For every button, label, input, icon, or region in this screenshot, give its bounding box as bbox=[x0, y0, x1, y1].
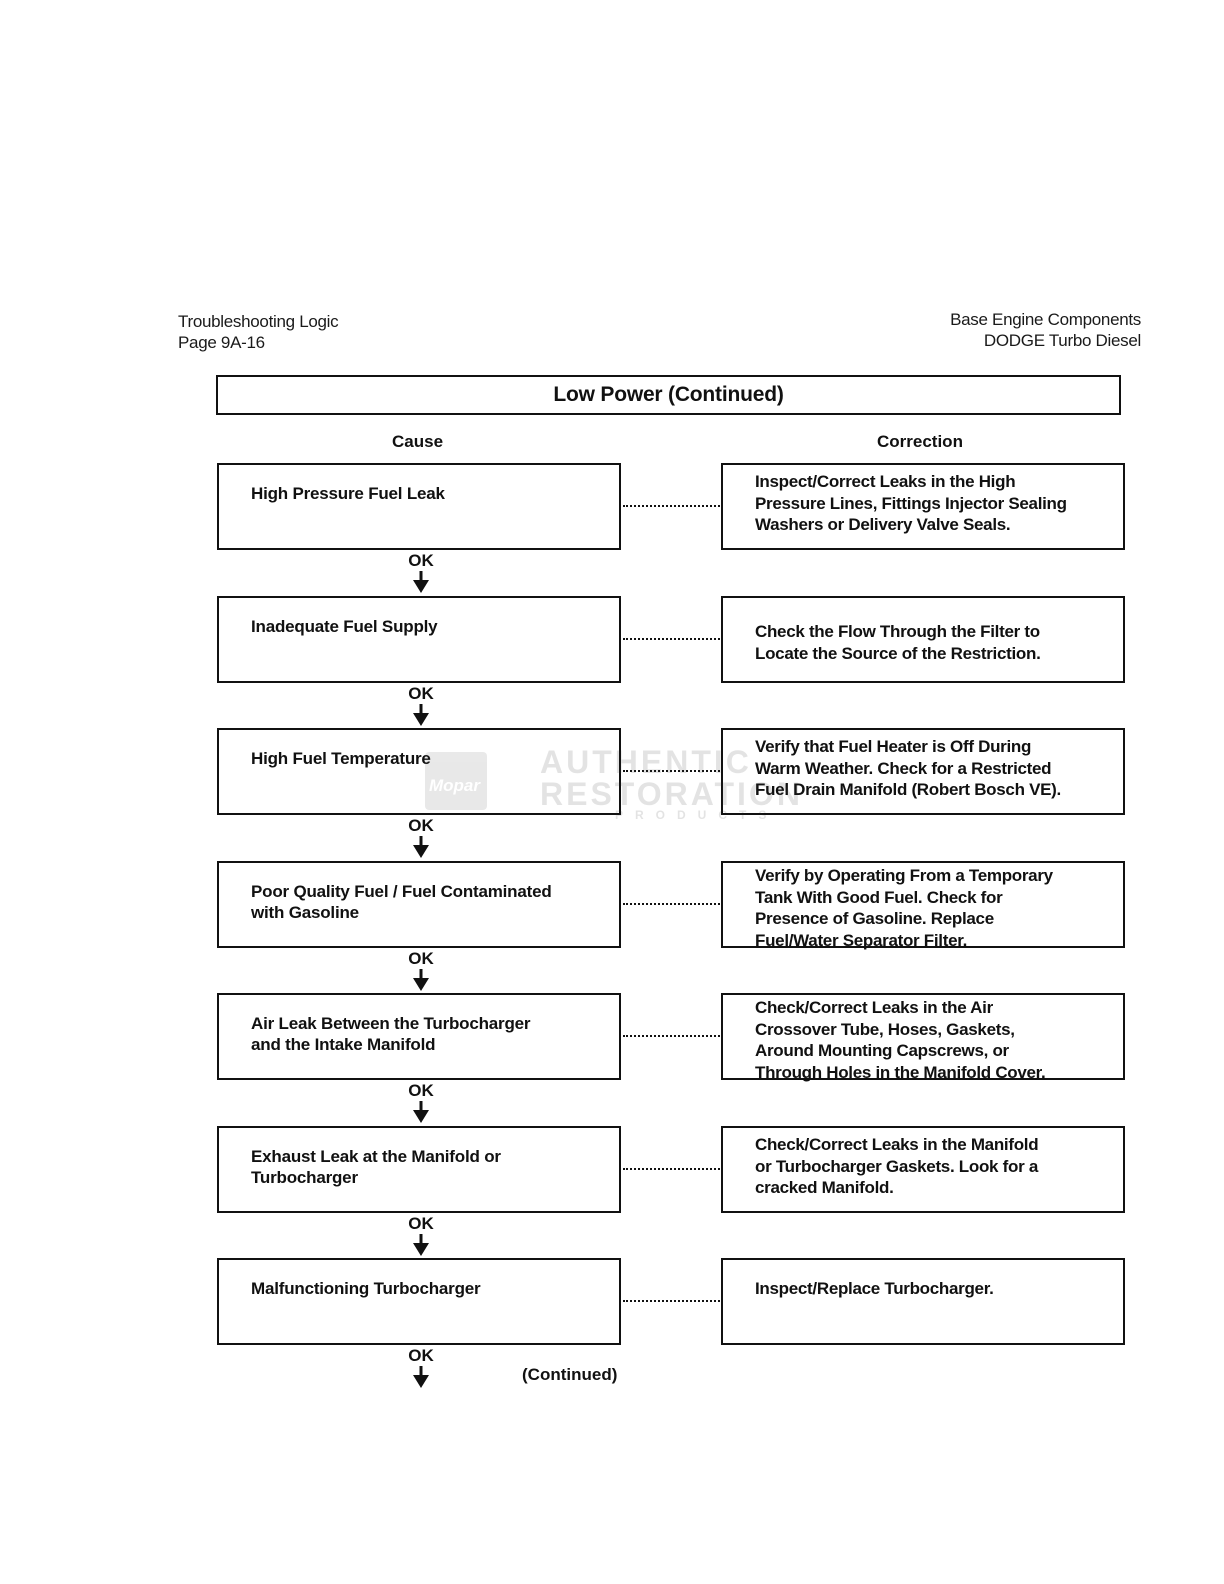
flow-row: Inadequate Fuel Supply Check the Flow Thr… bbox=[0, 596, 1224, 728]
cause-column-heading: Cause bbox=[392, 432, 444, 451]
correction-text-line: cracked Manifold. bbox=[755, 1178, 894, 1197]
correction-box: Inspect/Replace Turbocharger. bbox=[721, 1258, 1125, 1345]
cause-box: Inadequate Fuel Supply bbox=[217, 596, 621, 683]
correction-text-line: Fuel/Water Separator Filter. bbox=[755, 930, 968, 950]
correction-text-line: Inspect/Replace Turbocharger. bbox=[755, 1279, 994, 1298]
cause-text-line: Malfunctioning Turbocharger bbox=[251, 1279, 481, 1298]
cause-box: High Pressure Fuel Leak bbox=[217, 463, 621, 550]
cause-box: Poor Quality Fuel / Fuel Contaminated wit… bbox=[217, 861, 621, 948]
cause-text-line: High Pressure Fuel Leak bbox=[251, 484, 445, 503]
cause-text-line: Air Leak Between the Turbocharger bbox=[251, 1014, 531, 1033]
cause-text-line: Poor Quality Fuel / Fuel Contaminated bbox=[251, 882, 552, 901]
flow-row: Malfunctioning Turbocharger Inspect/Repla… bbox=[0, 1258, 1224, 1390]
header-vehicle-name: DODGE Turbo Diesel bbox=[983, 331, 1141, 350]
down-arrow-icon bbox=[413, 1101, 429, 1123]
ok-label: OK bbox=[408, 949, 434, 968]
correction-text-line: Check the Flow Through the Filter to bbox=[755, 622, 1040, 641]
header-left: Troubleshooting Logic Page 9A-16 bbox=[178, 311, 339, 353]
cause-box: Malfunctioning Turbocharger bbox=[217, 1258, 621, 1345]
chart-title-box: Low Power (Continued) bbox=[216, 375, 1121, 415]
correction-text-line: Check/Correct Leaks in the Air bbox=[755, 998, 993, 1017]
correction-box: Check the Flow Through the Filter to Loca… bbox=[721, 596, 1125, 683]
correction-text-line: Locate the Source of the Restriction. bbox=[755, 643, 1041, 663]
chart-title: Low Power (Continued) bbox=[553, 383, 784, 406]
cause-text-line: with Gasoline bbox=[251, 903, 359, 922]
down-arrow-icon bbox=[413, 1234, 429, 1256]
cause-box: High Fuel Temperature bbox=[217, 728, 621, 815]
flow-row: Exhaust Leak at the Manifold or Turbochar… bbox=[0, 1126, 1224, 1258]
correction-text-line: Through Holes in the Manifold Cover. bbox=[755, 1062, 1046, 1082]
header-chapter-title: Base Engine Components bbox=[950, 310, 1141, 329]
ok-label: OK bbox=[408, 1214, 434, 1233]
flow-row: Poor Quality Fuel / Fuel Contaminated wit… bbox=[0, 861, 1224, 993]
down-arrow-icon bbox=[413, 1366, 429, 1388]
flow-row: Air Leak Between the Turbocharger and the… bbox=[0, 993, 1224, 1125]
correction-text-line: Crossover Tube, Hoses, Gaskets, bbox=[755, 1019, 1015, 1039]
correction-text-line: Pressure Lines, Fittings Injector Sealin… bbox=[755, 493, 1067, 513]
cause-box: Air Leak Between the Turbocharger and the… bbox=[217, 993, 621, 1080]
down-arrow-icon bbox=[413, 704, 429, 726]
correction-text-line: Tank With Good Fuel. Check for bbox=[755, 887, 1003, 907]
cause-text-line: and the Intake Manifold bbox=[251, 1035, 436, 1054]
correction-text-line: Inspect/Correct Leaks in the High bbox=[755, 472, 1016, 491]
dotted-connector bbox=[623, 638, 720, 640]
down-arrow-icon bbox=[413, 571, 429, 593]
correction-column-heading: Correction bbox=[877, 432, 963, 451]
correction-text-line: Check/Correct Leaks in the Manifold bbox=[755, 1135, 1039, 1154]
cause-text-line: High Fuel Temperature bbox=[251, 749, 431, 768]
flow-row: High Fuel Temperature Verify that Fuel He… bbox=[0, 728, 1224, 860]
ok-label: OK bbox=[408, 1346, 434, 1365]
correction-text-line: Fuel Drain Manifold (Robert Bosch VE). bbox=[755, 780, 1061, 799]
ok-label: OK bbox=[408, 551, 434, 570]
correction-text-line: Presence of Gasoline. Replace bbox=[755, 909, 994, 928]
cause-text-line: Inadequate Fuel Supply bbox=[251, 617, 438, 636]
flow-row: High Pressure Fuel Leak Inspect/Correct L… bbox=[0, 463, 1224, 595]
cause-text-line: Exhaust Leak at the Manifold or bbox=[251, 1147, 501, 1166]
continued-label: (Continued) bbox=[522, 1365, 618, 1384]
ok-label: OK bbox=[408, 684, 434, 703]
header-section-title: Troubleshooting Logic bbox=[178, 312, 339, 331]
cause-box: Exhaust Leak at the Manifold or Turbochar… bbox=[217, 1126, 621, 1213]
ok-label: OK bbox=[408, 816, 434, 835]
header-right: Base Engine Components DODGE Turbo Diese… bbox=[950, 309, 1141, 351]
correction-text-line: Around Mounting Capscrews, or bbox=[755, 1041, 1009, 1060]
down-arrow-icon bbox=[413, 836, 429, 858]
dotted-connector bbox=[623, 1168, 720, 1170]
correction-box: Check/Correct Leaks in the Manifold or Tu… bbox=[721, 1126, 1125, 1213]
correction-text-line: Verify by Operating From a Temporary bbox=[755, 866, 1053, 885]
ok-label: OK bbox=[408, 1081, 434, 1100]
dotted-connector bbox=[623, 1300, 720, 1302]
dotted-connector bbox=[623, 903, 720, 905]
correction-text-line: Verify that Fuel Heater is Off During bbox=[755, 737, 1032, 756]
dotted-connector bbox=[623, 1035, 720, 1037]
correction-text-line: Washers or Delivery Valve Seals. bbox=[755, 515, 1011, 534]
dotted-connector bbox=[623, 770, 720, 772]
cause-text-line: Turbocharger bbox=[251, 1168, 358, 1187]
header-page-number: Page 9A-16 bbox=[178, 333, 265, 352]
correction-text-line: or Turbocharger Gaskets. Look for a bbox=[755, 1156, 1038, 1176]
dotted-connector bbox=[623, 505, 720, 507]
correction-text-line: Warm Weather. Check for a Restricted bbox=[755, 758, 1052, 778]
down-arrow-icon bbox=[413, 969, 429, 991]
